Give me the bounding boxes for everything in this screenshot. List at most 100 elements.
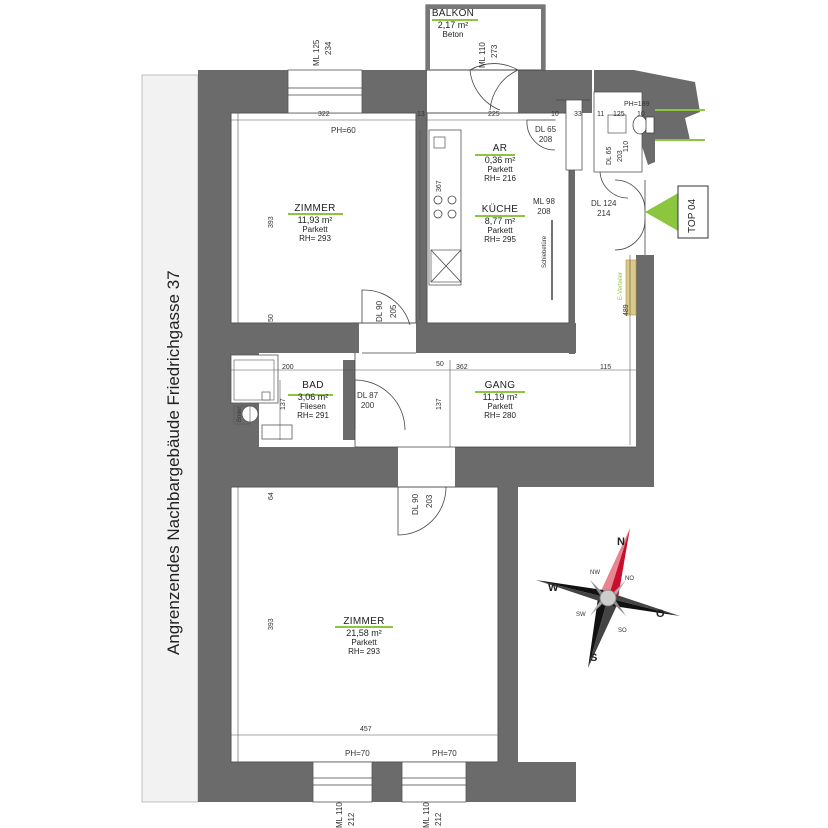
room-bad-area: 3,06 m² xyxy=(297,392,329,402)
dim-200: 200 xyxy=(282,364,294,371)
bath-fixtures xyxy=(230,354,333,440)
room-zimmer1-area: 11,93 m² xyxy=(297,215,333,225)
room-balkon: BALKON 2,17 m² Beton xyxy=(428,8,478,39)
door-zimmer2 xyxy=(397,486,447,536)
ml125-label: ML 125 xyxy=(312,39,321,66)
dl90b-height: 203 xyxy=(425,494,434,508)
dim-322: 322 xyxy=(318,111,330,118)
dl124-value: DL 124 xyxy=(591,199,617,208)
dl90a-label: DL 90 xyxy=(375,300,384,322)
dim-50a: 50 xyxy=(268,314,275,322)
dim-13: 13 xyxy=(417,111,425,118)
dim-125: 125 xyxy=(613,111,625,118)
room-bad-name: BAD xyxy=(302,380,324,391)
dim-110: 110 xyxy=(623,140,630,152)
room-gang-floor: Parkett xyxy=(487,402,513,411)
balkon-door xyxy=(469,63,519,111)
ph60-label: PH=60 xyxy=(331,126,356,135)
ml110a-height: 212 xyxy=(347,812,356,826)
room-zimmer1-floor: Parkett xyxy=(302,225,328,234)
compass-n: N xyxy=(617,536,625,548)
dim-33: 33 xyxy=(574,111,582,118)
compass-sw: SW xyxy=(576,612,586,618)
dim-50b: 50 xyxy=(436,361,444,368)
room-zimmer2-height: RH= 293 xyxy=(348,647,380,656)
walls xyxy=(198,70,700,802)
windows xyxy=(287,69,467,803)
room-ar: AR 0,36 m² Parkett RH= 216 xyxy=(470,143,530,183)
room-zimmer2-name: ZIMMER xyxy=(343,616,385,627)
dl90a-height: 205 xyxy=(389,304,398,318)
compass-s: S xyxy=(590,652,598,664)
dl65a-label: DL 65 208 xyxy=(535,126,556,144)
entrance-marker-icon xyxy=(645,192,680,232)
ml98-height: 208 xyxy=(537,207,551,216)
ml110b-height: 212 xyxy=(434,812,443,826)
compass-rose-icon xyxy=(536,528,680,668)
room-kueche-area: 8,77 m² xyxy=(484,216,516,226)
room-kueche-name: KÜCHE xyxy=(481,204,519,215)
room-outlines xyxy=(230,112,570,763)
room-gang: GANG 11,19 m² Parkett RH= 280 xyxy=(470,380,530,420)
boiler-label: Boiler xyxy=(237,406,243,422)
dl65b-label: DL 65 xyxy=(606,146,613,165)
dim-10b: 10 xyxy=(637,111,645,118)
room-kueche-height: RH= 295 xyxy=(484,235,516,244)
ml98-value: ML 98 xyxy=(533,197,555,206)
dim-10: 10 xyxy=(551,111,559,118)
schiebetuere-label: Schiebetüre xyxy=(542,235,548,268)
dim-457: 457 xyxy=(360,726,372,733)
room-ar-floor: Parkett xyxy=(487,165,513,174)
dim-489: 489 xyxy=(623,304,630,316)
room-gang-area: 11,19 m² xyxy=(482,392,518,402)
ph189-label: PH=189 xyxy=(624,101,650,108)
dl65a-height: 208 xyxy=(538,135,553,144)
compass-w: W xyxy=(548,582,559,594)
dimension-lines xyxy=(231,113,636,762)
unit-tag: TOP 04 xyxy=(687,198,698,233)
dl90b-label: DL 90 xyxy=(411,493,420,515)
ml110a-label: ML 110 xyxy=(335,802,344,828)
entrance-door xyxy=(614,179,709,255)
ph70a-label: PH=70 xyxy=(345,749,370,758)
wc xyxy=(593,91,705,199)
dim-137a: 137 xyxy=(280,398,287,410)
dl124-label: DL 124 214 xyxy=(591,200,617,218)
neighbour-building xyxy=(141,74,199,803)
room-balkon-name: BALKON xyxy=(431,8,475,19)
dim-137b: 137 xyxy=(436,398,443,410)
dim-225: 225 xyxy=(488,111,500,118)
gang xyxy=(354,353,636,448)
room-ar-name: AR xyxy=(492,143,508,154)
ml98-label: ML 98 208 xyxy=(533,198,555,216)
ml110-balkon-height: 273 xyxy=(490,44,499,58)
room-gang-height: RH= 280 xyxy=(484,411,516,420)
door-zimmer1 xyxy=(361,289,416,354)
dim-393b: 393 xyxy=(268,618,275,630)
room-zimmer1: ZIMMER 11,93 m² Parkett RH= 293 xyxy=(280,203,350,243)
compass-o: O xyxy=(656,608,665,620)
room-zimmer1-height: RH= 293 xyxy=(299,234,331,243)
kitchen-fixtures xyxy=(428,129,462,286)
dl87-height: 200 xyxy=(360,401,375,410)
room-ar-area: 0,36 m² xyxy=(484,155,516,165)
compass-no: NO xyxy=(625,576,634,582)
dim-11: 11 xyxy=(597,111,605,118)
room-zimmer2-area: 21,58 m² xyxy=(346,628,382,638)
ml125-value: ML 125 xyxy=(312,39,321,66)
compass-nw: NW xyxy=(590,570,600,576)
room-ar-height: RH= 216 xyxy=(484,174,516,183)
compass-so: SO xyxy=(618,628,627,634)
ml110-balkon-label: ML 110 xyxy=(478,42,487,68)
dl65b-height: 203 xyxy=(617,150,624,162)
dim-393: 393 xyxy=(268,216,275,228)
sliding-door xyxy=(475,215,553,300)
street-label: Angrenzendes Nachbargebäude Friedrichgas… xyxy=(164,270,183,655)
room-gang-name: GANG xyxy=(484,380,516,391)
dl87-value: DL 87 xyxy=(357,391,379,400)
room-zimmer1-name: ZIMMER xyxy=(294,203,336,214)
dl124-height: 214 xyxy=(597,209,611,218)
ml125-height: 234 xyxy=(324,41,333,55)
dim-64: 64 xyxy=(268,492,275,500)
